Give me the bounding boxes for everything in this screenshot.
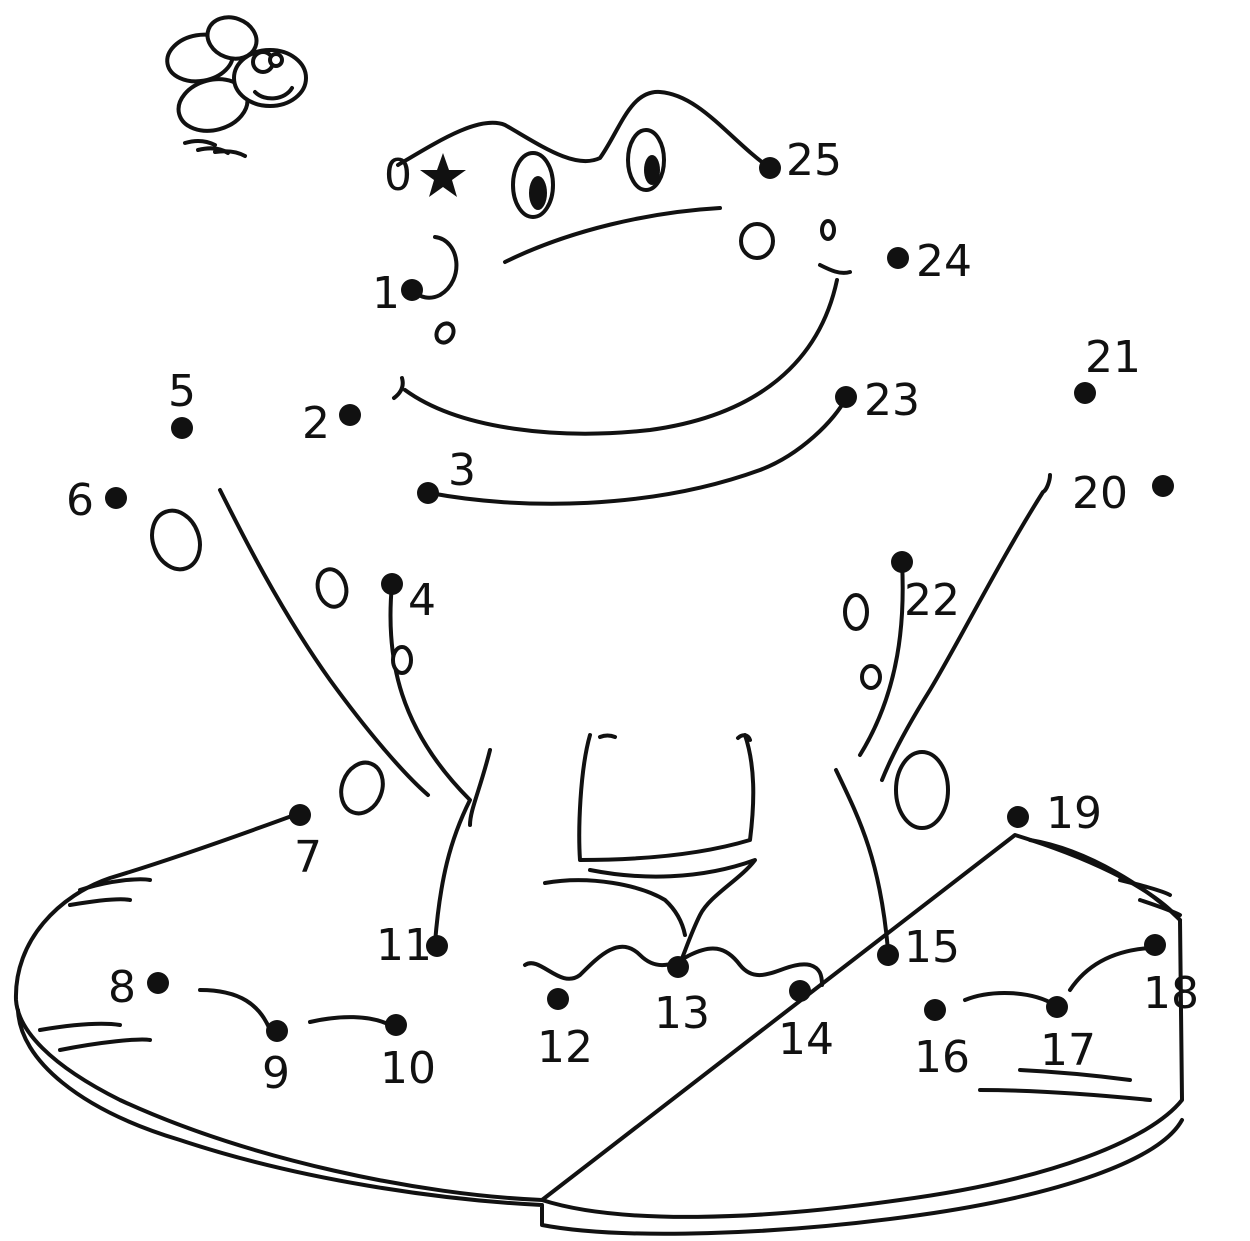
dot-label-12: 12 — [537, 1022, 593, 1073]
dot-14[interactable] — [789, 980, 811, 1002]
dot-20[interactable] — [1152, 475, 1174, 497]
dot-22[interactable] — [891, 551, 913, 573]
dot-3[interactable] — [417, 482, 439, 504]
dot-label-3: 3 — [448, 445, 476, 496]
dot-label-22: 22 — [904, 575, 960, 626]
dot-17[interactable] — [1046, 996, 1068, 1018]
dot-25[interactable] — [759, 157, 781, 179]
dot-label-2: 2 — [302, 398, 330, 449]
dot-4[interactable] — [381, 573, 403, 595]
dot-label-14: 14 — [778, 1014, 834, 1065]
star-icon — [420, 153, 466, 197]
dot-label-17: 17 — [1040, 1025, 1096, 1076]
dot-label-0: 0 — [384, 150, 412, 201]
fly-icon — [165, 15, 308, 158]
dot-label-8: 8 — [108, 962, 136, 1013]
dot-label-1: 1 — [372, 268, 400, 319]
dot-18[interactable] — [1144, 934, 1166, 956]
dot-label-19: 19 — [1046, 788, 1102, 839]
dot-9[interactable] — [266, 1020, 288, 1042]
dot-label-24: 24 — [916, 236, 972, 287]
dot-6[interactable] — [105, 487, 127, 509]
dot-label-13: 13 — [654, 988, 710, 1039]
dot-label-16: 16 — [914, 1032, 970, 1083]
dot-12[interactable] — [547, 988, 569, 1010]
dot-16[interactable] — [924, 999, 946, 1021]
right-eye-icon — [626, 128, 666, 192]
dot-24[interactable] — [887, 247, 909, 269]
dot-label-23: 23 — [864, 375, 920, 426]
dot-label-7: 7 — [294, 832, 322, 883]
dot-label-15: 15 — [904, 922, 960, 973]
frog — [218, 89, 1052, 970]
dot-21[interactable] — [1074, 382, 1096, 404]
dot-label-20: 20 — [1072, 468, 1128, 519]
dot-19[interactable] — [1007, 806, 1029, 828]
dot-8[interactable] — [147, 972, 169, 994]
dot-1[interactable] — [401, 279, 423, 301]
lily-pad — [13, 811, 1184, 1236]
dot-label-4: 4 — [408, 575, 436, 626]
dot-7[interactable] — [289, 804, 311, 826]
dot-23[interactable] — [835, 386, 857, 408]
dot-label-18: 18 — [1143, 968, 1199, 1019]
frog-spots — [150, 219, 950, 830]
dot-label-9: 9 — [262, 1048, 290, 1099]
dot-label-5: 5 — [168, 366, 196, 417]
dot-13[interactable] — [667, 956, 689, 978]
dot-11[interactable] — [426, 935, 448, 957]
dot-15[interactable] — [877, 944, 899, 966]
dot-label-10: 10 — [380, 1043, 436, 1094]
dot-label-6: 6 — [66, 475, 94, 526]
dot-label-25: 25 — [786, 135, 842, 186]
frog-eyes — [511, 128, 666, 219]
dot-10[interactable] — [385, 1014, 407, 1036]
dot-5[interactable] — [171, 417, 193, 439]
dot-2[interactable] — [339, 404, 361, 426]
dot-label-11: 11 — [376, 920, 432, 971]
dot-label-21: 21 — [1085, 332, 1141, 383]
